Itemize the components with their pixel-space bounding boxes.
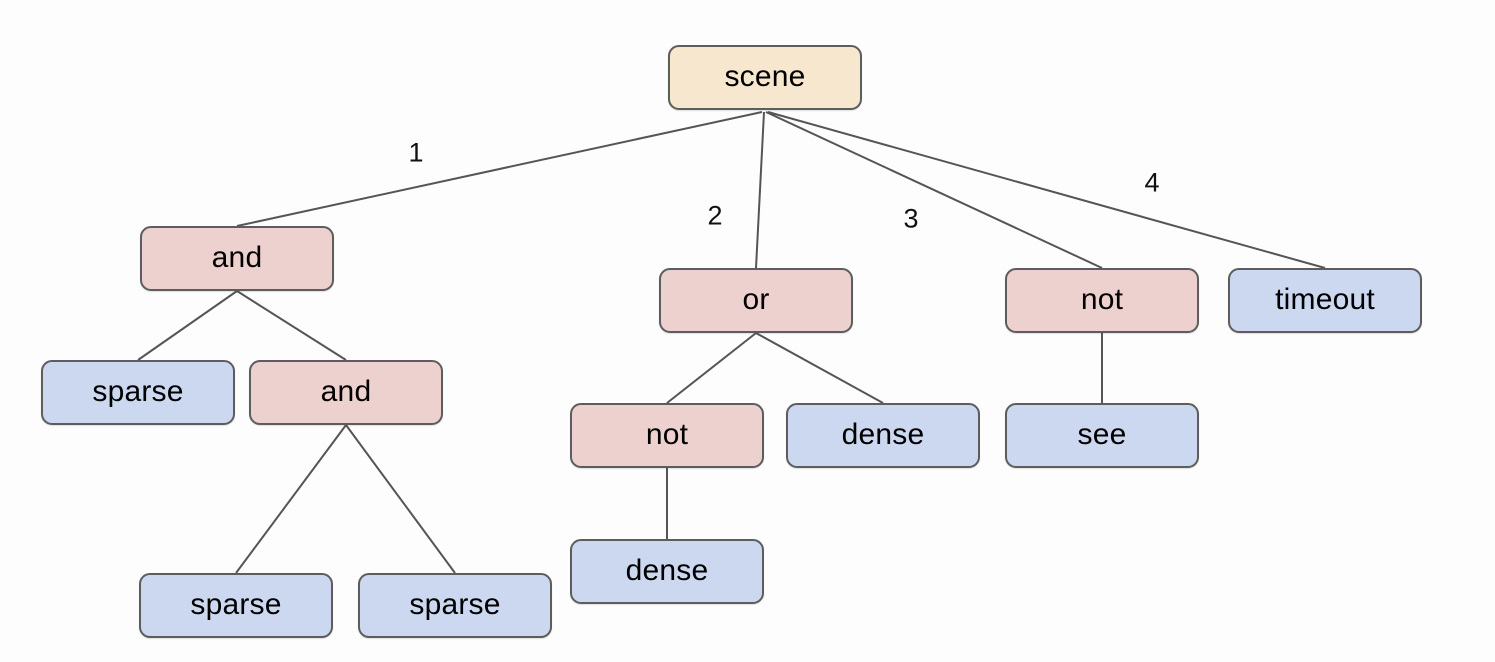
- edge-and2-to-sparse3: [345, 424, 456, 574]
- edge-label-3: 3: [903, 203, 919, 234]
- node-label-and2: and: [320, 374, 372, 408]
- node-label-or1: or: [742, 282, 770, 316]
- edge-scene-to-not1: [765, 111, 1103, 269]
- node-and1[interactable]: and: [140, 226, 334, 291]
- node-label-not2: not: [645, 417, 689, 451]
- node-label-sparse1: sparse: [92, 374, 184, 408]
- edge-scene-to-and1: [236, 111, 763, 227]
- edge-or1-to-dense1: [755, 332, 884, 404]
- node-label-see1: see: [1077, 417, 1127, 451]
- node-label-sparse2: sparse: [190, 587, 282, 621]
- edge-or1-to-not2: [666, 332, 757, 404]
- node-label-scene: scene: [724, 59, 806, 93]
- edge-label-1: 1: [408, 137, 424, 168]
- node-label-dense1: dense: [841, 417, 925, 451]
- edge-and2-to-sparse2: [235, 424, 347, 574]
- node-label-not1: not: [1080, 282, 1124, 316]
- node-sparse3[interactable]: sparse: [358, 573, 552, 638]
- node-label-dense2: dense: [625, 553, 709, 587]
- edge-and1-to-and2: [236, 290, 347, 361]
- node-sparse1[interactable]: sparse: [41, 360, 235, 425]
- node-label-and1: and: [211, 240, 263, 274]
- node-see1[interactable]: see: [1005, 403, 1199, 468]
- node-and2[interactable]: and: [249, 360, 443, 425]
- edge-scene-to-or1: [755, 111, 765, 269]
- node-label-sparse3: sparse: [409, 587, 501, 621]
- node-scene[interactable]: scene: [668, 45, 862, 110]
- edge-scene-to-timeout1: [767, 111, 1326, 269]
- node-timeout1[interactable]: timeout: [1228, 268, 1422, 333]
- node-label-timeout1: timeout: [1275, 282, 1375, 316]
- node-sparse2[interactable]: sparse: [139, 573, 333, 638]
- edge-label-4: 4: [1144, 167, 1160, 198]
- edge-label-2: 2: [707, 200, 723, 231]
- node-dense1[interactable]: dense: [786, 403, 980, 468]
- node-dense2[interactable]: dense: [570, 539, 764, 604]
- node-not2[interactable]: not: [570, 403, 764, 468]
- edge-and1-to-sparse1: [137, 290, 238, 361]
- node-not1[interactable]: not: [1005, 268, 1199, 333]
- node-or1[interactable]: or: [659, 268, 853, 333]
